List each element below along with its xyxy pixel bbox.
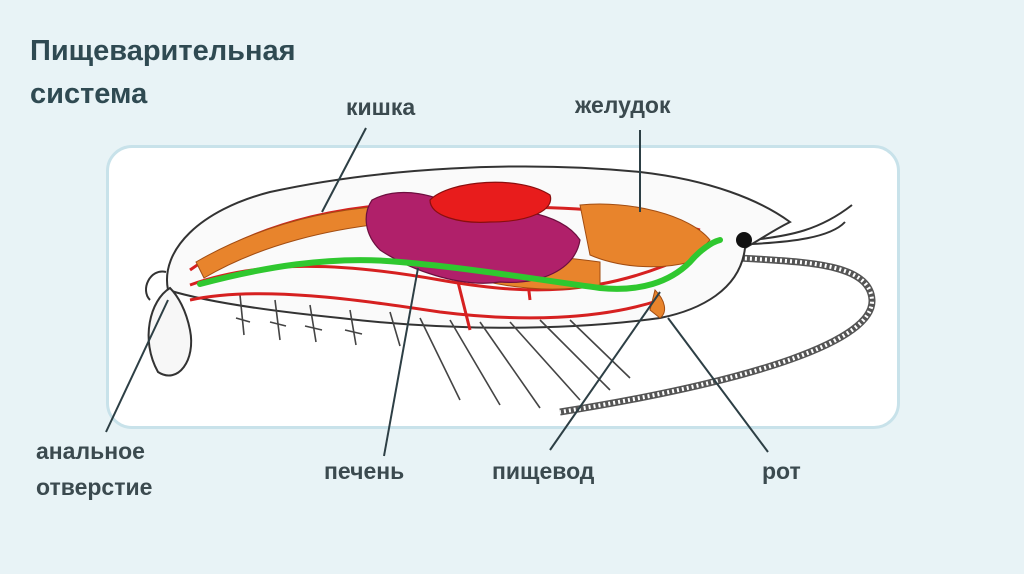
label-mouth: рот	[762, 454, 801, 490]
label-anus: анальное отверстие	[36, 434, 152, 505]
eye-icon	[736, 232, 752, 248]
label-esophagus: пищевод	[492, 454, 594, 490]
label-intestine: кишка	[346, 90, 415, 126]
label-stomach: желудок	[575, 88, 670, 124]
label-liver: печень	[324, 454, 404, 490]
